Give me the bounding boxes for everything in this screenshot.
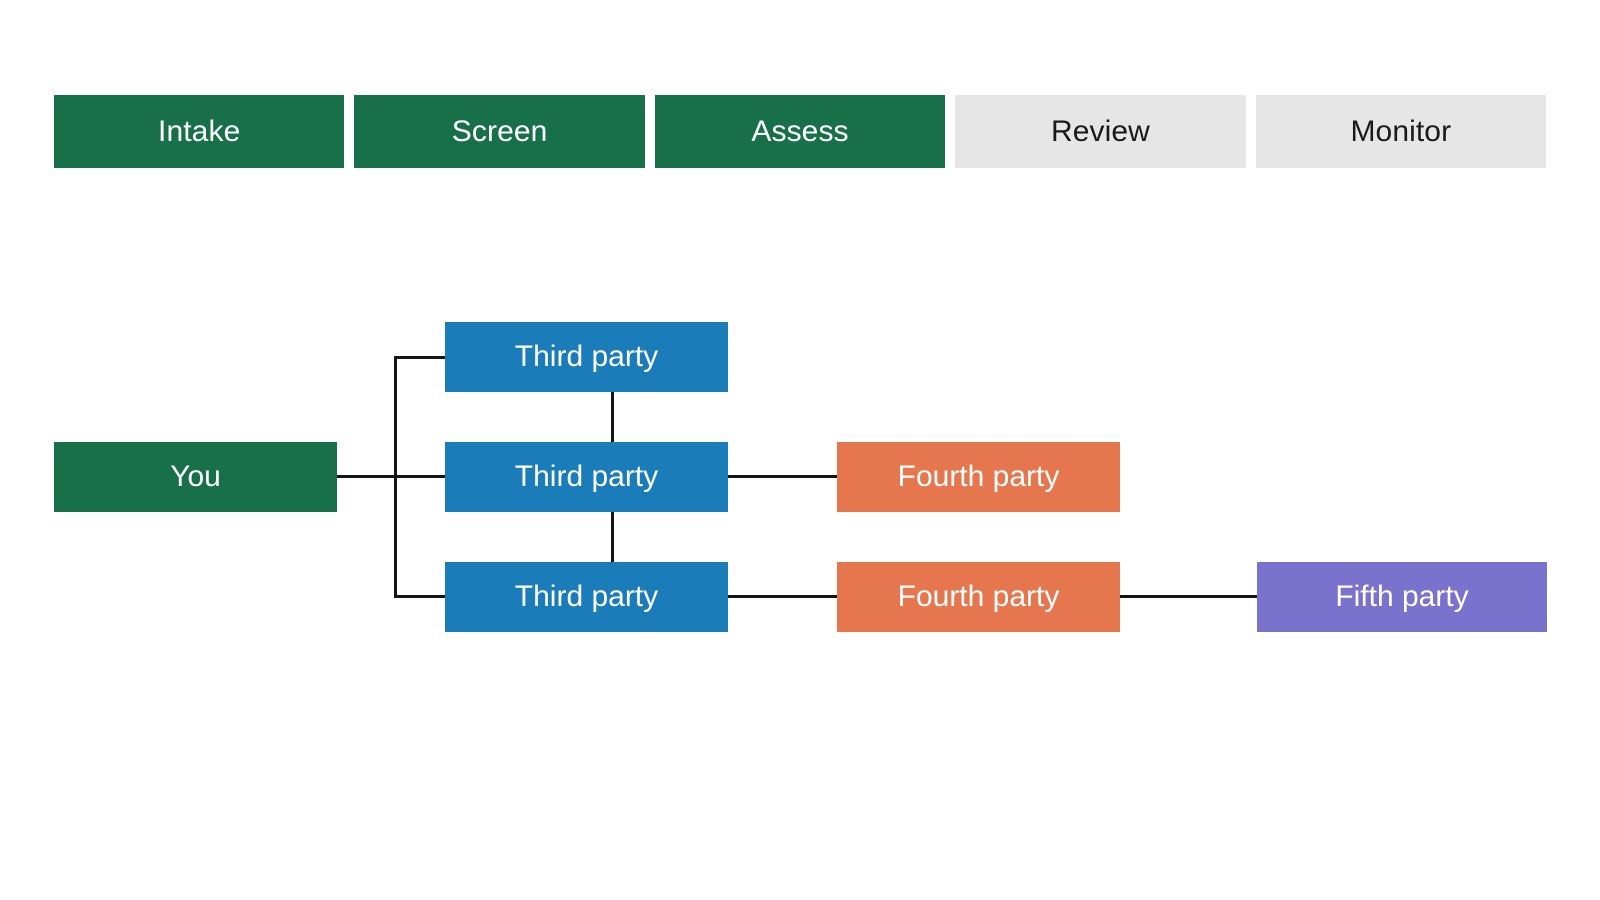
node-fourth-party-1[interactable]: Fourth party [837,442,1120,512]
stage-monitor-label: Monitor [1350,114,1452,148]
node-fourth-party-1-label: Fourth party [897,460,1060,493]
node-third-party-3[interactable]: Third party [445,562,728,632]
edge-bus-to-third-party-1 [394,356,446,359]
node-fifth-party[interactable]: Fifth party [1257,562,1547,632]
stage-review[interactable]: Review [955,95,1246,168]
edge-fourth-party-2-to-fifth-party [1120,595,1258,598]
edge-third-party-2-to-3 [611,512,614,563]
edge-you-to-bus [337,475,398,478]
edge-bus-to-third-party-3 [394,595,446,598]
node-you-label: You [170,460,221,493]
node-fourth-party-2[interactable]: Fourth party [837,562,1120,632]
stage-intake[interactable]: Intake [54,95,345,168]
node-fifth-party-label: Fifth party [1335,580,1469,613]
edge-third-party-1-to-2 [611,392,614,443]
lifecycle-stage-bar: Intake Screen Assess Review Monitor [54,95,1547,168]
node-third-party-2[interactable]: Third party [445,442,728,512]
node-third-party-3-label: Third party [514,580,659,613]
edge-third-party-2-to-fourth-party-1 [728,475,838,478]
stage-assess-label: Assess [751,114,849,148]
stage-monitor[interactable]: Monitor [1255,95,1547,168]
node-third-party-2-label: Third party [514,460,659,493]
node-fourth-party-2-label: Fourth party [897,580,1060,613]
edge-third-party-3-to-fourth-party-2 [728,595,838,598]
stage-screen[interactable]: Screen [354,95,645,168]
stage-assess[interactable]: Assess [654,95,946,168]
node-you[interactable]: You [54,442,337,512]
node-third-party-1-label: Third party [514,340,659,373]
stage-intake-label: Intake [158,114,241,148]
node-third-party-1[interactable]: Third party [445,322,728,392]
edge-bus-to-third-party-2 [394,475,446,478]
stage-review-label: Review [1050,114,1150,148]
stage-screen-label: Screen [451,114,548,148]
